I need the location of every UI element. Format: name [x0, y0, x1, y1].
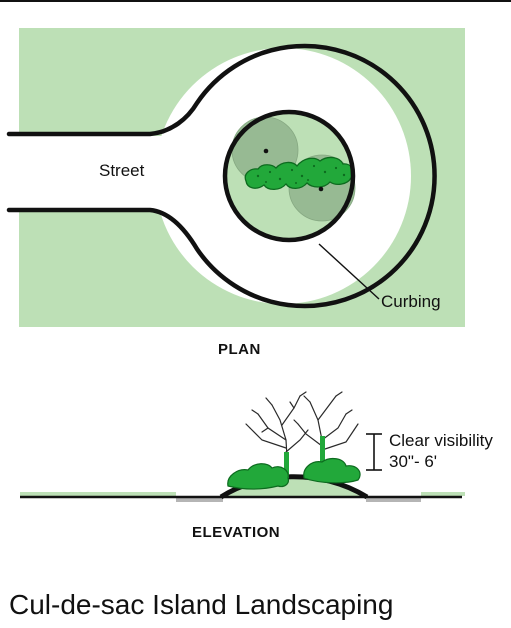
tree-trunk-left [284, 452, 289, 478]
island-mound-outline [219, 474, 369, 500]
shrub-right-elevation [303, 457, 361, 484]
tree-left [245, 391, 309, 475]
tree-trunk-right [320, 436, 325, 472]
elevation-caption: ELEVATION [192, 524, 281, 541]
island-curb [222, 109, 356, 243]
shrub-texture [256, 164, 346, 184]
shrub-left-elevation [227, 463, 289, 490]
plan-caption: PLAN [218, 341, 261, 358]
gravel-right [366, 497, 421, 502]
tree-trunk-dot-1 [263, 148, 269, 154]
curbing-label: Curbing [381, 292, 441, 311]
lawn-strip-right [421, 492, 465, 496]
page-title: Cul-de-sac Island Landscaping [9, 589, 394, 620]
tree-right [293, 391, 359, 475]
tree-trunk-dot-2 [318, 186, 324, 192]
clear-visibility-label: Clear visibility [389, 431, 493, 450]
clear-visibility-dimension [366, 433, 382, 471]
elevation-view [20, 391, 465, 502]
street-label: Street [99, 161, 145, 180]
top-border [0, 0, 511, 2]
outer-curb [6, 43, 437, 309]
clear-visibility-range: 30"- 6' [389, 452, 438, 471]
lawn-strip-left [20, 492, 176, 496]
plan-view [6, 28, 465, 327]
curbing-leader-line [318, 243, 380, 300]
gravel-left [176, 497, 223, 502]
